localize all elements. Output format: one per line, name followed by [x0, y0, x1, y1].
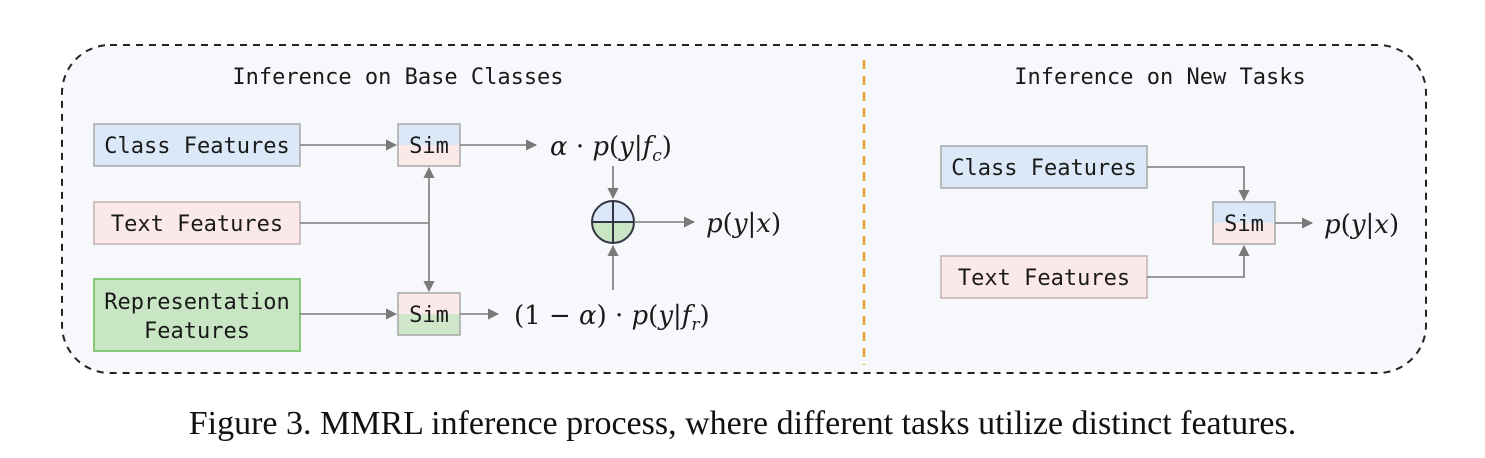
sum-circle-icon [591, 200, 635, 244]
class-features-label: Class Features [104, 134, 289, 159]
sim-top-label: Sim [409, 134, 449, 159]
right-class-features-node: Class Features [940, 145, 1148, 189]
left-panel-title: Inference on Base Classes [232, 65, 563, 90]
output-final-formula: p(y|x) [706, 209, 781, 239]
right-sim-label: Sim [1224, 212, 1264, 237]
representation-features-node: Representation Features [93, 278, 301, 352]
sim-top-node: Sim [397, 123, 461, 167]
right-class-features-label: Class Features [951, 156, 1136, 181]
arrow-right-class-to-sim [1147, 166, 1250, 202]
figure-caption: Figure 3. MMRL inference process, where … [188, 405, 1297, 442]
class-features-node: Class Features [93, 123, 301, 167]
right-output-formula: p(y|x) [1324, 210, 1399, 240]
arrow-right-text-to-sim [1147, 244, 1250, 278]
text-features-label: Text Features [111, 212, 283, 237]
text-features-node: Text Features [93, 201, 301, 245]
right-text-features-node: Text Features [940, 255, 1148, 299]
right-sim-node: Sim [1212, 201, 1276, 245]
right-text-features-label: Text Features [958, 266, 1130, 291]
representation-features-label-line2: Features [144, 319, 250, 344]
output-bottom-formula: (1 − α) · p(y|fr) [514, 301, 710, 335]
representation-features-label-line1: Representation [104, 290, 289, 315]
right-panel-title: Inference on New Tasks [1014, 65, 1305, 90]
sim-bottom-node: Sim [397, 292, 461, 336]
sim-bottom-label: Sim [409, 303, 449, 328]
